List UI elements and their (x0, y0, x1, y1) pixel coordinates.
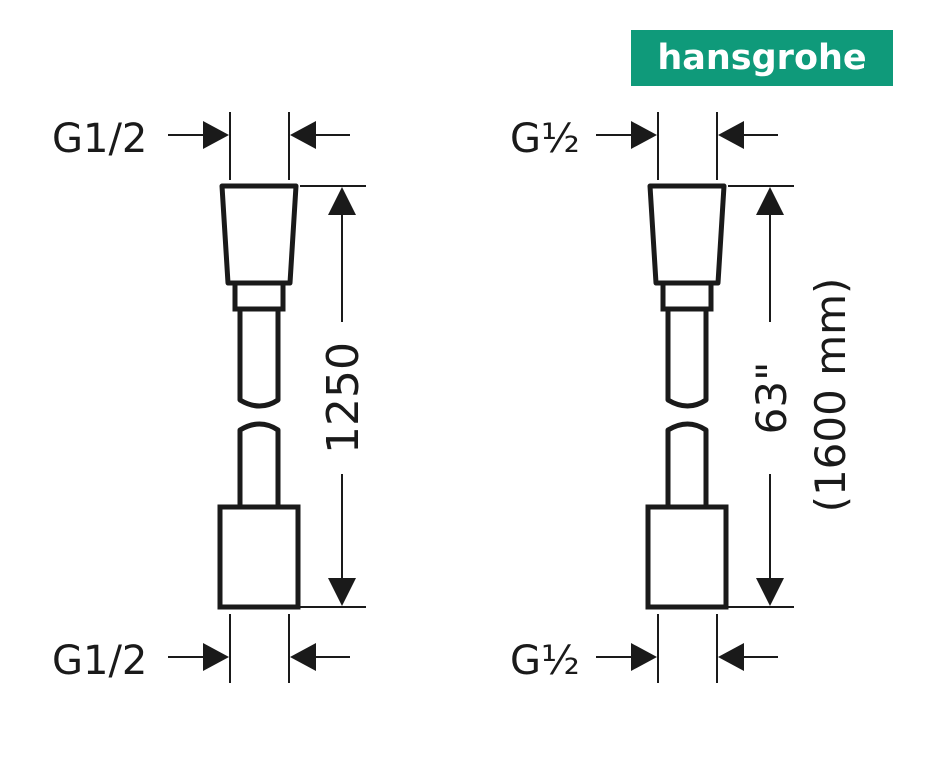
left-hose-drawing: G1/2 G1/2 1250 (52, 112, 369, 684)
right-top-thread-label: G½ (510, 116, 580, 162)
left-bottom-thread-label: G1/2 (52, 638, 147, 684)
logo-text: hansgrohe (657, 38, 866, 78)
hansgrohe-logo: hansgrohe (631, 30, 893, 86)
left-length-label: 1250 (318, 342, 369, 454)
logo-background (631, 30, 893, 86)
right-length-metric-label: (1600 mm) (806, 278, 855, 513)
right-length-label: 63" (747, 362, 796, 435)
left-top-thread-label: G1/2 (52, 116, 147, 162)
right-hose-drawing: G½ G½ 63" (1600 mm) (510, 112, 855, 684)
right-bottom-thread-label: G½ (510, 638, 580, 684)
